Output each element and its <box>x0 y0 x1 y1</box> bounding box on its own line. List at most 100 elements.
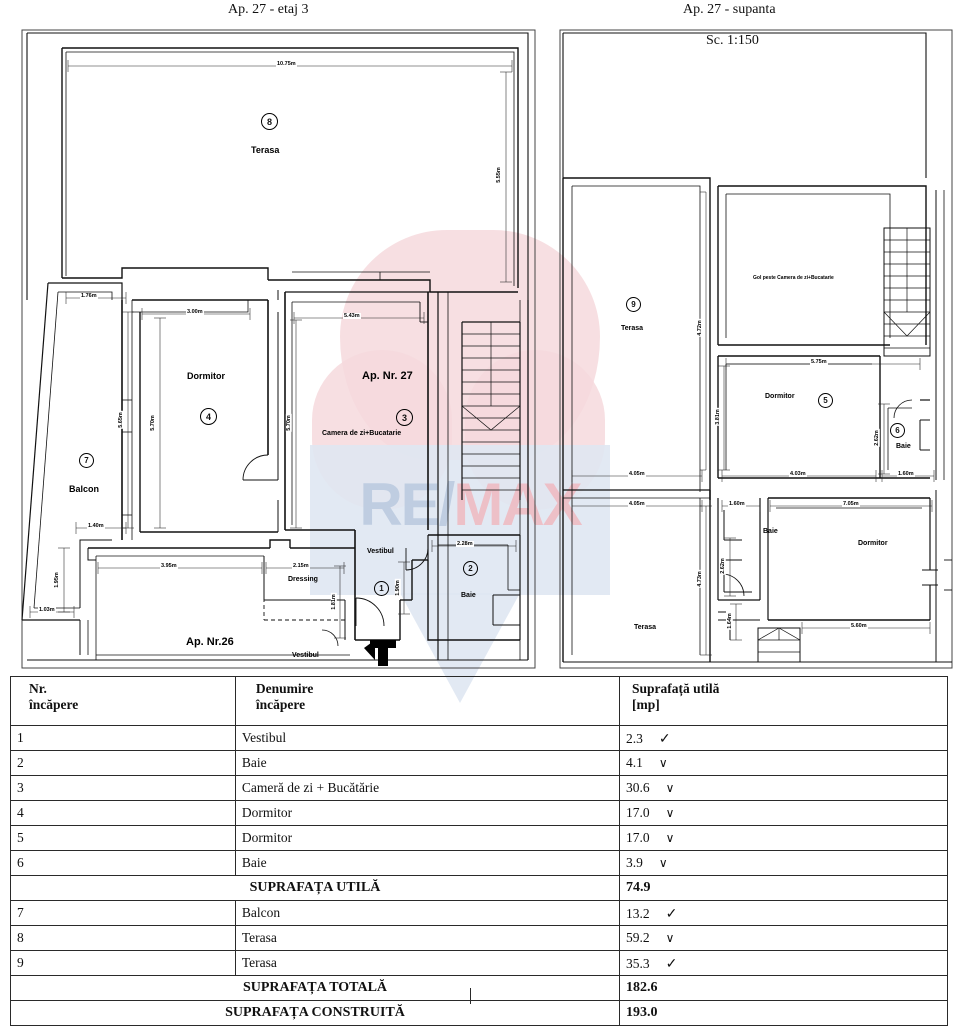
room-number-6: 6 <box>890 423 905 438</box>
cell-nr: 8 <box>10 925 236 951</box>
check-mark-icon: ∨ <box>665 806 675 820</box>
floor-plan-drawing: Ap. 27 - etaj 3 8 Terasa 7 Balcon 4 Dorm… <box>21 2 953 669</box>
cell-nr: 3 <box>10 775 236 801</box>
cell-area: 3.9∨ <box>619 850 948 876</box>
table-row: 1 Vestibul 2.3 ✓ <box>10 725 948 751</box>
check-mark-icon: ∨ <box>658 756 668 770</box>
cell-nr: 5 <box>10 825 236 851</box>
cell-area: 17.0 ∨ <box>619 825 948 851</box>
cell-area: 59.2∨ <box>619 925 948 951</box>
built-label: SUPRAFAȚA CONSTRUITĂ <box>9 1000 621 1026</box>
dimension-1-64m: 1.64m <box>726 612 733 630</box>
room-number-2: 2 <box>463 561 478 576</box>
check-mark-icon: ∨ <box>665 931 675 945</box>
check-mark-icon: ∨ <box>665 781 675 795</box>
areas-table-container: Nr. încăpere Denumire încăpere Suprafață… <box>9 676 948 1026</box>
cell-area: 4.1∨ <box>619 750 948 776</box>
cell-name: Baie <box>234 750 621 776</box>
dimension-1-03m: 1.03m <box>38 607 56 613</box>
dimension-2-15m: 2.15m <box>292 563 310 569</box>
room-number-3: 3 <box>396 409 413 426</box>
total-area: 182.6 <box>619 975 948 1001</box>
dimension-1-60m-b: 1.60m <box>728 501 746 507</box>
dimension-3-95m: 3.95m <box>160 563 178 569</box>
check-mark-icon: ✓ <box>665 954 678 971</box>
check-mark-icon: ✓ <box>665 904 678 921</box>
room-number-8: 8 <box>261 113 278 130</box>
area-value: 35.3 <box>626 955 650 971</box>
subtotal-label: SUPRAFAȚA UTILĂ <box>9 875 621 901</box>
dimension-1-95m: 1.95m <box>53 571 60 589</box>
dimension-5-70m-a: 5.70m <box>149 414 156 432</box>
header-denumire-line2: încăpere <box>255 697 306 712</box>
header-suprafata-line1: Suprafață utilă <box>632 681 720 696</box>
header-nr-line2: încăpere <box>29 697 79 712</box>
dimension-1-76m: 1.76m <box>80 293 98 299</box>
cell-name: Vestibul <box>234 725 621 751</box>
dimension-1-40m: 1.40m <box>87 523 105 529</box>
apartment-label-26: Ap. Nr.26 <box>186 636 234 648</box>
cell-nr: 7 <box>10 900 236 926</box>
page-bottom-divider <box>470 988 471 1004</box>
dimension-5-65m: 5.65m <box>117 411 124 429</box>
header-denumire-line1: Denumire <box>255 681 314 696</box>
cell-nr: 6 <box>10 850 236 876</box>
cell-name: Terasa <box>234 925 621 951</box>
dimension-2-28m: 2.28m <box>456 541 474 547</box>
dimension-4-03m: 4.03m <box>789 471 807 477</box>
cell-nr: 1 <box>10 725 236 751</box>
dimension-10-75m: 10.75m <box>276 61 297 67</box>
apartment-label-27: Ap. Nr. 27 <box>362 370 413 382</box>
cell-area: 30.6 ∨ <box>619 775 948 801</box>
cell-name: Dormitor <box>234 825 621 851</box>
dimension-3-81m: 3.81m <box>714 408 721 426</box>
cell-name: Dormitor <box>234 800 621 826</box>
table-row: 6 Baie 3.9∨ <box>10 850 948 876</box>
room-label-dormitor-5: Dormitor <box>765 393 795 400</box>
room-number-7: 7 <box>79 453 94 468</box>
dimension-5-70m-b: 5.70m <box>285 414 292 432</box>
left-plan-title: Ap. 27 - etaj 3 <box>228 2 309 17</box>
dimension-5-43m: 5.43m <box>343 313 361 319</box>
dimension-5-60m: 5.60m <box>850 623 868 629</box>
cell-area: 2.3 ✓ <box>619 725 948 751</box>
dimension-4-05m-b: 4.05m <box>628 501 646 507</box>
cell-nr: 4 <box>10 800 236 826</box>
header-nr-line1: Nr. <box>29 681 47 696</box>
room-label-camera-zi-3: Camera de zi+Bucatarie <box>322 430 402 437</box>
dimension-4-72m: 4.72m <box>696 319 703 337</box>
cell-name: Terasa <box>234 950 621 976</box>
table-header-row: Nr. încăpere Denumire încăpere Suprafață… <box>10 676 948 726</box>
area-value: 17.0 <box>626 830 650 845</box>
area-value: 30.6 <box>626 780 650 795</box>
area-value: 13.2 <box>626 905 650 921</box>
cell-nr: 2 <box>10 750 236 776</box>
table-row: 5 Dormitor 17.0 ∨ <box>10 825 948 851</box>
table-row: 3 Cameră de zi + Bucătărie 30.6∨ <box>10 775 948 801</box>
check-mark-icon: ∨ <box>658 856 668 870</box>
dimension-5-55m: 5.55m <box>495 166 502 184</box>
room-number-9: 9 <box>626 297 641 312</box>
dimension-4-73m: 4.73m <box>696 570 703 588</box>
plan-vector-graphics <box>21 29 953 669</box>
table-row: 7 Balcon 13.2✓ <box>10 900 948 926</box>
check-mark-icon: ∨ <box>665 831 675 845</box>
dimension-1-90m: 1.90m <box>394 579 401 597</box>
header-suprafata-utila: Suprafață utilă [mp] <box>619 676 948 726</box>
built-area: 193.0 <box>619 1000 948 1026</box>
table-row: 9 Terasa 35.3✓ <box>10 950 948 976</box>
right-plan-title: Ap. 27 - supanta <box>683 2 776 17</box>
header-nr-incapere: Nr. încăpere <box>10 676 236 726</box>
room-label-dressing: Dressing <box>288 576 318 583</box>
table-subtotal-row: SUPRAFAȚA UTILĂ 74.9 <box>9 875 948 901</box>
area-value: 2.3 <box>626 730 643 746</box>
room-label-terasa-lower: Terasa <box>634 624 657 631</box>
room-label-baie-lower: Baie <box>763 528 778 535</box>
areas-table: Nr. încăpere Denumire încăpere Suprafață… <box>9 676 948 1026</box>
subtotal-area: 74.9 <box>619 875 948 901</box>
check-mark-icon: ✓ <box>658 729 671 746</box>
header-suprafata-line2: [mp] <box>632 697 660 712</box>
dimension-5-75m: 5.75m <box>810 359 828 365</box>
table-total-row: SUPRAFAȚA TOTALĂ 182.6 <box>9 975 948 1001</box>
void-label: Gol peste Camera de zi+Bucatarie <box>753 275 834 281</box>
